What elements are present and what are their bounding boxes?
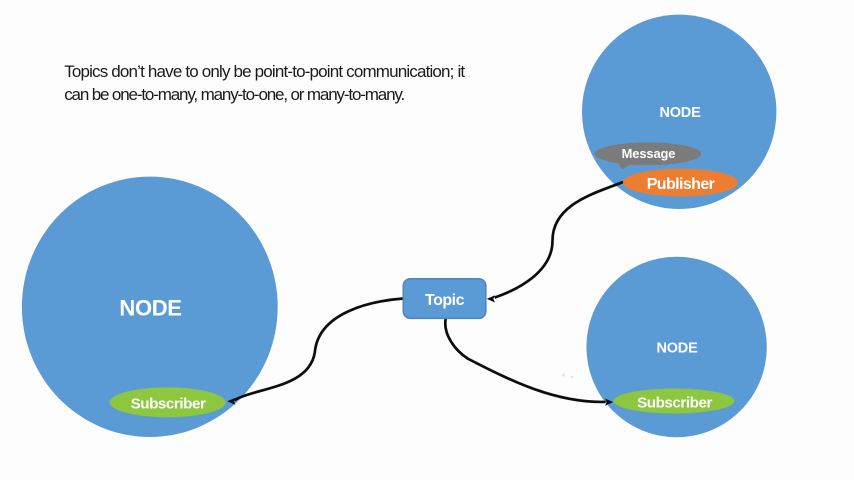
svg-text:Subscriber: Subscriber [637,394,712,411]
svg-text:NODE: NODE [119,295,181,320]
svg-text:Topic: Topic [425,292,465,309]
svg-text:Message: Message [622,146,676,161]
svg-text:Subscriber: Subscriber [131,396,206,413]
svg-text:NODE: NODE [656,341,698,357]
svg-text:Publisher: Publisher [647,176,715,193]
svg-text:NODE: NODE [659,105,701,121]
